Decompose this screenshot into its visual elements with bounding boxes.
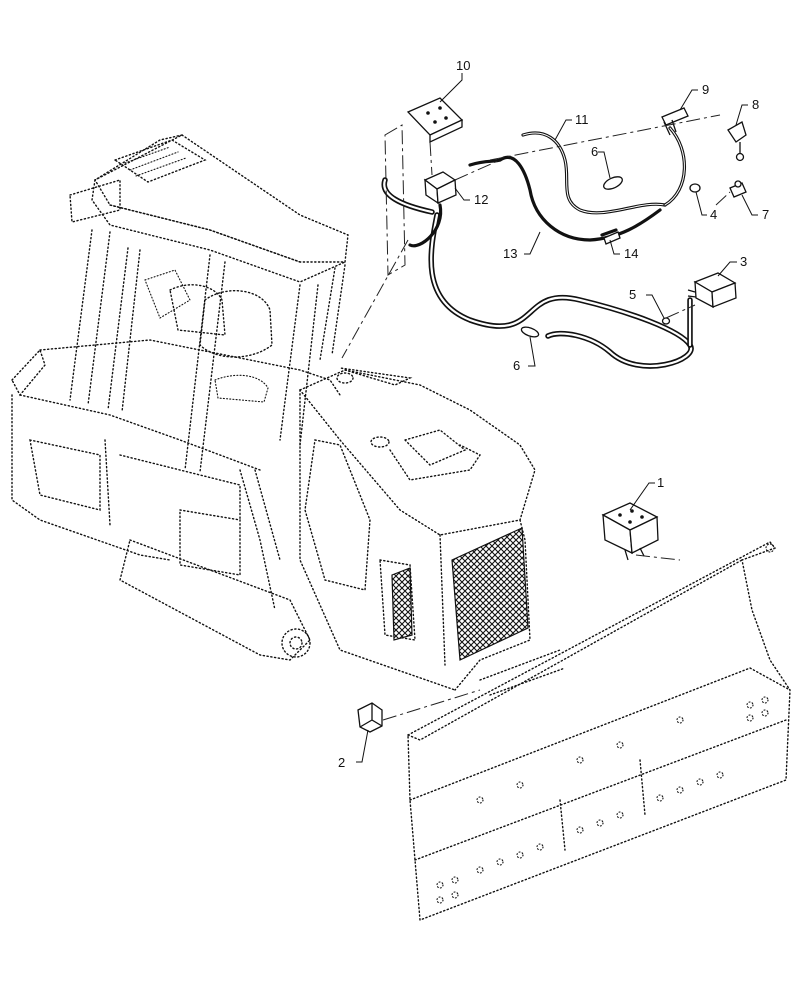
part-12-control-box (423, 171, 457, 205)
dozer-blade (407, 541, 791, 921)
part-3-module (687, 272, 737, 309)
callout-2: 2 (338, 755, 345, 770)
side-grille (391, 567, 413, 641)
radiator-grille (451, 527, 529, 661)
part-7-switch (729, 180, 747, 198)
callout-10: 10 (456, 58, 470, 73)
callout-8: 8 (752, 97, 759, 112)
part-9-connector (661, 107, 689, 136)
callout-7: 7 (762, 207, 769, 222)
callout-13: 13 (503, 246, 517, 261)
part-1-bracket-box (601, 502, 659, 561)
part-6-ring-upper (603, 176, 623, 190)
leader-lines (356, 73, 758, 763)
callout-11: 11 (575, 112, 589, 127)
callout-12: 12 (474, 192, 488, 207)
callout-6-upper: 6 (591, 144, 598, 159)
callout-9: 9 (702, 82, 709, 97)
callout-6-lower: 6 (513, 358, 520, 373)
assembly-lines (341, 114, 731, 721)
part-6-ring-lower (520, 326, 540, 338)
part-14-clip (603, 231, 621, 245)
wire-harness-11 (408, 126, 686, 248)
part-8-connector (727, 121, 747, 162)
wire-harness-13 (381, 177, 694, 369)
part-2-bracket (357, 702, 383, 733)
callout-4: 4 (710, 207, 717, 222)
part-4-grommet (689, 183, 701, 193)
part-10-mounting-plate (406, 97, 464, 144)
callout-14: 14 (624, 246, 638, 261)
callout-5: 5 (629, 287, 636, 302)
part-5-plug (661, 317, 671, 325)
callout-3: 3 (740, 254, 747, 269)
callout-1: 1 (657, 475, 664, 490)
dozer-machine-outline (11, 134, 566, 696)
